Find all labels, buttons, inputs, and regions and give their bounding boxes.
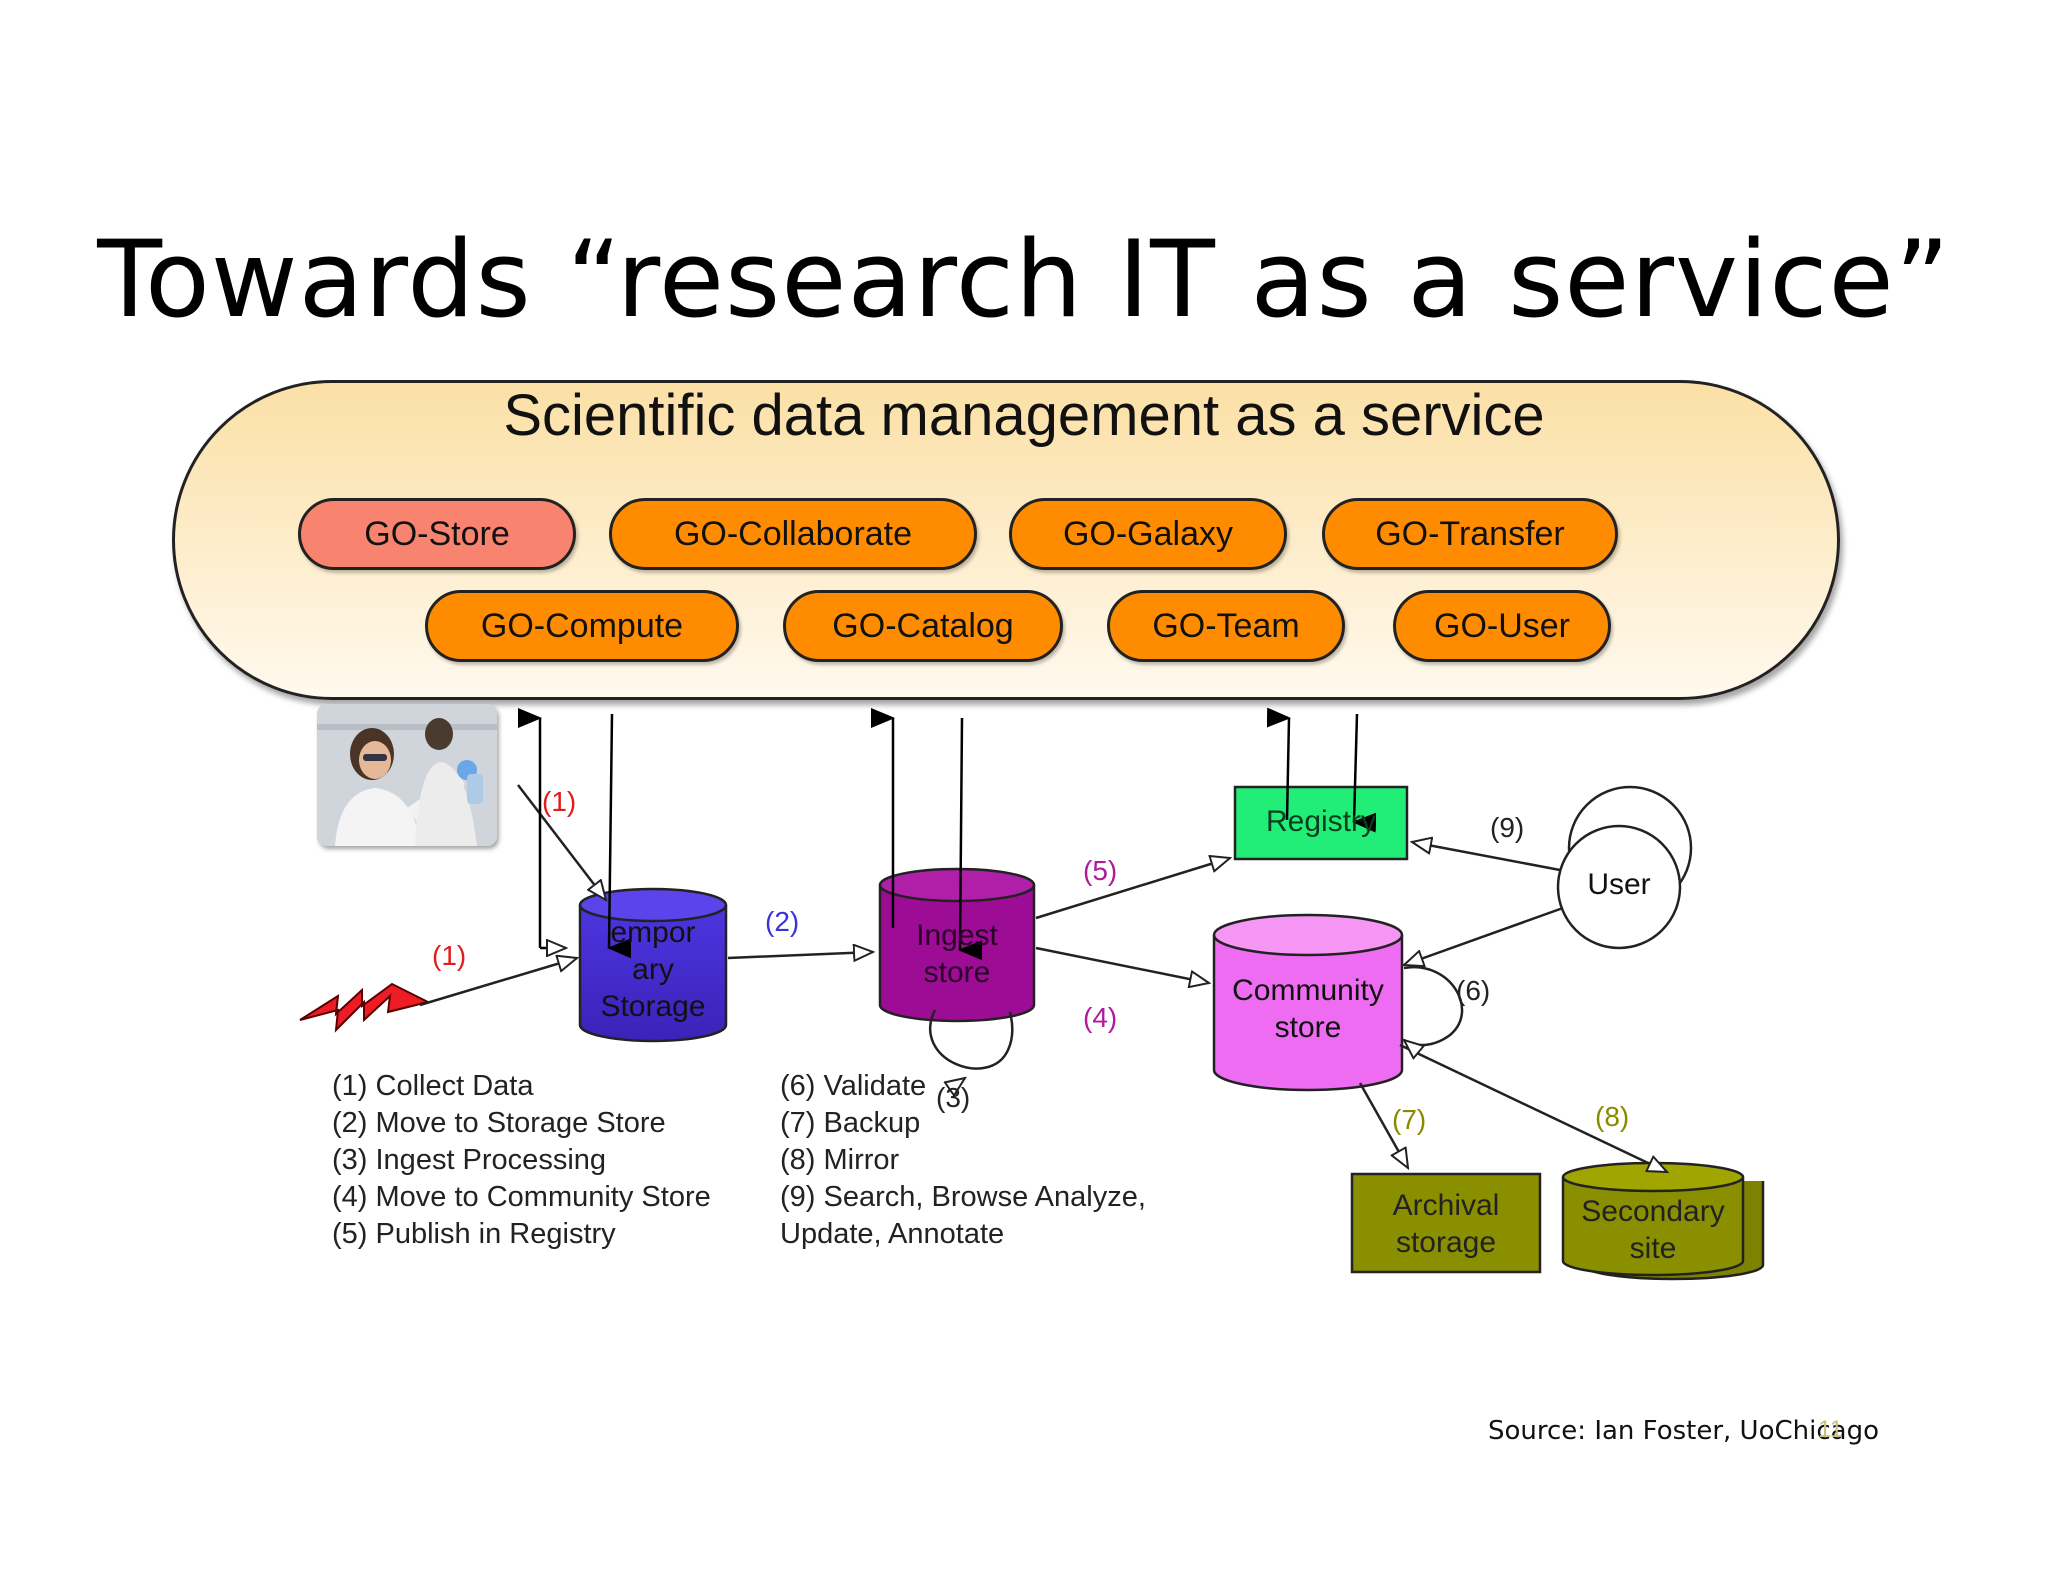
service-go-galaxy[interactable]: GO-Galaxy — [1009, 498, 1287, 570]
step-label-1-top: (1) — [542, 786, 577, 817]
step-label-4: (4) — [1083, 1002, 1118, 1033]
service-go-user[interactable]: GO-User — [1393, 590, 1611, 662]
legend-left: (1) Collect Data (2) Move to Storage Sto… — [332, 1070, 711, 1250]
service-go-collaborate[interactable]: GO-Collaborate — [609, 498, 977, 570]
service-go-transfer[interactable]: GO-Transfer — [1322, 498, 1618, 570]
data-source-lightning-icon — [299, 982, 431, 1033]
user-label: User — [1587, 868, 1651, 901]
community-store-cylinder[interactable] — [1212, 913, 1404, 1092]
service-go-compute[interactable]: GO-Compute — [425, 590, 739, 662]
step-label-2: (2) — [765, 906, 800, 937]
step-label-6: (6) — [1456, 975, 1491, 1006]
service-go-team[interactable]: GO-Team — [1107, 590, 1345, 662]
service-go-store[interactable]: GO-Store — [298, 498, 576, 570]
registry-box[interactable] — [1233, 785, 1409, 861]
secondary-site-cylinder[interactable] — [1561, 1161, 1765, 1281]
archival-storage-box[interactable] — [1350, 1172, 1542, 1274]
source-credit: Source: Ian Foster, UoChicago — [1488, 1416, 1879, 1446]
ingest-store-label: Ingest store — [916, 919, 998, 989]
step-label-7: (7) — [1392, 1104, 1427, 1135]
step-label-5: (5) — [1083, 855, 1118, 886]
archival-storage-label: Archival storage — [1392, 1189, 1500, 1259]
ingest-store-cylinder[interactable] — [878, 867, 1036, 1023]
slide-title: Towards “research IT as a service” — [97, 218, 1951, 341]
banner-title: Scientific data management as a service — [503, 383, 1545, 448]
step-label-1-bottom: (1) — [432, 940, 467, 971]
flow-arrows — [419, 784, 1667, 1174]
temporary-storage-label: empor ary Storage — [600, 916, 706, 1023]
service-go-catalog[interactable]: GO-Catalog — [783, 590, 1063, 662]
page-number: 11 — [1818, 1416, 1843, 1443]
service-links — [518, 707, 1377, 961]
step-label-9: (9) — [1490, 812, 1525, 843]
scientist-photo — [317, 704, 497, 846]
registry-label: Registry — [1265, 805, 1377, 838]
legend-right: (6) Validate (7) Backup (8) Mirror (9) S… — [780, 1070, 1146, 1250]
secondary-site-label: Secondary site — [1581, 1195, 1725, 1265]
step-label-3: (3) — [936, 1082, 971, 1113]
user-icon[interactable] — [1556, 785, 1693, 950]
step-label-8: (8) — [1595, 1101, 1630, 1132]
community-store-label: Community store — [1232, 974, 1384, 1044]
